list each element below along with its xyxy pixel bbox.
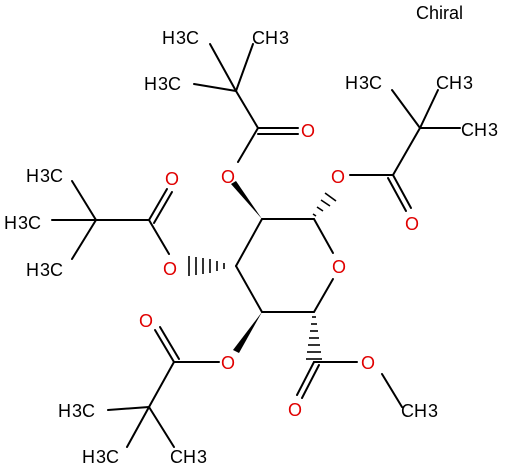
methyl-left-top: H3C [26, 166, 63, 186]
bond-carbonyl-quaternary-right [392, 127, 421, 176]
carbonyl-double-bond-right-a [392, 174, 412, 209]
methyl-right-right: CH3 [461, 120, 498, 140]
bond-quaternary-methyl-bottom-left [107, 406, 150, 411]
carbonyl-double-bond-left-b [153, 191, 173, 224]
methyl-bottom-right: CH3 [170, 447, 207, 467]
bond-o-carbonyl-top [237, 127, 259, 163]
methyl-top-left: H3C [162, 28, 199, 48]
methyl-right-top: CH3 [436, 73, 473, 93]
carbonyl-double-bond-ester-b [301, 364, 320, 399]
methyl-ester: O O CH3 [288, 316, 438, 421]
carbonyl-oxygen-left: O [165, 169, 179, 189]
bond-c4-c3 [235, 265, 263, 313]
carbonyl-oxygen-ester: O [288, 400, 302, 420]
methyl-left-bottom: H3C [26, 260, 63, 280]
carbonyl-double-bond-ester-a [296, 361, 315, 396]
ester-oxygen-top: O [221, 167, 235, 187]
methoxy-methyl: CH3 [401, 401, 438, 421]
bond-carbonyl-quaternary-top [235, 90, 259, 129]
pivalate-right: O O H3C CH3 CH3 [312, 73, 498, 234]
bond-quaternary-methyl-right-left [391, 89, 421, 129]
bond-o-carbonyl-left [148, 219, 170, 255]
wedge-bond-c2-o [231, 181, 262, 219]
carbonyl-double-bond-bottom-a [154, 329, 175, 363]
carbonyl-oxygen-bottom: O [139, 311, 153, 331]
bond-quaternary-methyl-right-top [419, 89, 439, 129]
pivalate-bottom: O O H3C H3C CH3 [58, 311, 262, 467]
ring-oxygen-label: O [332, 257, 346, 277]
pivalate-top: O O H3C CH3 H3C [144, 28, 315, 219]
ester-oxygen-bottom: O [221, 353, 235, 373]
ester-oxygen-methoxy: O [361, 353, 375, 373]
pyranose-ring: O [235, 218, 346, 313]
carbonyl-double-bond-bottom-b [159, 326, 180, 360]
bond-quaternary-methyl-top-mid [193, 83, 237, 92]
bond-o-methyl [381, 373, 403, 408]
carbonyl-double-bond-right-b [387, 177, 407, 212]
bond-carbonyl-quaternary-bottom [148, 361, 175, 408]
ester-oxygen-right: O [331, 167, 345, 187]
bond-quaternary-methyl-left-top [71, 180, 97, 221]
bond-quaternary-methyl-top-left [209, 43, 237, 92]
bond-quaternary-methyl-top-right [235, 43, 254, 92]
pivalate-left: O O H3C H3C H3C [4, 166, 225, 280]
methyl-bottom-mid: H3C [82, 447, 119, 467]
wedge-bond-c4-o [233, 312, 262, 353]
bond-o5-c5 [313, 278, 334, 313]
bond-c1-o5 [313, 218, 334, 254]
bond-quaternary-methyl-bottom-mid [126, 406, 150, 448]
chiral-label: Chiral [416, 3, 464, 23]
bond-c3-c2 [235, 218, 263, 267]
bond-quaternary-methyl-left-bottom [71, 219, 97, 260]
bond-quaternary-methyl-bottom-right [148, 406, 175, 448]
ester-oxygen-left: O [163, 259, 177, 279]
methyl-bottom-left: H3C [58, 401, 95, 421]
methyl-top-right: CH3 [252, 28, 289, 48]
carbonyl-oxygen-top: O [301, 121, 315, 141]
carbonyl-double-bond-left-a [148, 188, 168, 221]
carbonyl-oxygen-right: O [405, 214, 419, 234]
methyl-left-mid: H3C [4, 213, 41, 233]
methyl-right-left: H3C [345, 73, 382, 93]
methyl-top-mid: H3C [144, 74, 181, 94]
